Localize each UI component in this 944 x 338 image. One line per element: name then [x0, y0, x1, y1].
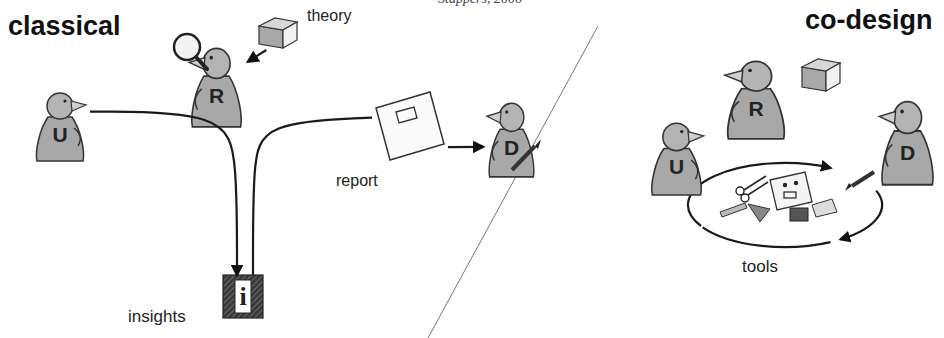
figure-arm — [74, 128, 80, 146]
divider-line — [428, 26, 598, 338]
figure-beak — [71, 101, 86, 111]
figure-arm — [492, 141, 498, 161]
figure-eye — [748, 69, 752, 73]
user-figure: U — [30, 90, 90, 162]
figure-arm — [195, 89, 202, 110]
magnifying-glass — [174, 34, 200, 60]
figure-body — [36, 117, 83, 161]
theory-label: theory — [307, 7, 351, 25]
design-materials — [720, 172, 837, 222]
pencil — [720, 203, 747, 217]
figure-body — [882, 131, 933, 185]
figure-body — [652, 149, 701, 195]
figure-head — [47, 93, 73, 119]
role-letter: U — [52, 123, 67, 146]
scissors-blade — [748, 182, 768, 195]
book-icon — [802, 59, 840, 91]
scissors-handle — [736, 187, 744, 195]
role-letter: R — [748, 97, 763, 120]
info-letter: i — [239, 282, 246, 311]
figure-head — [663, 123, 690, 150]
node-outline — [255, 14, 300, 50]
pencil — [852, 172, 874, 186]
figure-head — [499, 103, 524, 131]
cycle-arc — [688, 163, 831, 226]
figure-art — [652, 123, 704, 195]
cycle-arc — [841, 191, 882, 240]
figure-beak — [725, 71, 743, 82]
role-letter: D — [504, 137, 519, 160]
node-outline — [372, 88, 448, 162]
figure-eye — [680, 130, 683, 133]
flow-arrow — [90, 112, 237, 275]
report-document: report — [372, 88, 448, 162]
figure-arm — [691, 160, 698, 179]
pencil-tip — [535, 139, 541, 149]
figure-eye — [505, 110, 508, 113]
figure-head — [203, 48, 230, 78]
section-heading: co-design — [805, 6, 933, 36]
report-label: report — [336, 172, 378, 190]
source-credit: Stappers, 2006 — [438, 0, 522, 6]
role-letter: U — [669, 156, 684, 179]
insights-box — [223, 275, 263, 318]
insights-icon: iinsights — [223, 275, 263, 318]
scissors-blade — [744, 176, 766, 190]
paper-scrap — [812, 199, 837, 217]
figure-art — [189, 48, 241, 126]
prototype-card — [770, 172, 812, 210]
designer-figure: D — [483, 100, 540, 178]
figure-art — [36, 93, 86, 161]
figure-arm — [886, 144, 893, 166]
figure-head — [740, 61, 771, 91]
cycle-arc — [703, 227, 831, 247]
figure-head — [893, 102, 921, 134]
book-pages — [826, 63, 840, 91]
insights-label: insights — [128, 308, 186, 327]
report-page — [376, 92, 444, 160]
figure-eye — [900, 109, 903, 113]
scissors-handle — [741, 194, 749, 202]
paper-scrap — [748, 204, 770, 222]
figure-art — [487, 103, 534, 177]
book-pages — [283, 22, 297, 48]
pencil — [512, 146, 535, 170]
figure-art — [879, 102, 933, 185]
magnifier-handle — [196, 57, 207, 69]
card-eye — [794, 181, 798, 185]
figure-body — [728, 89, 784, 139]
role-letter: D — [900, 141, 915, 164]
designer-figure: D — [875, 98, 940, 186]
figure-eye — [63, 99, 66, 102]
flow-arrow — [253, 118, 372, 275]
figure-art — [725, 61, 784, 138]
role-letter: R — [209, 85, 224, 108]
researcher-figure: R — [720, 58, 792, 140]
section-heading: classical — [8, 12, 121, 42]
figure-body — [192, 76, 241, 127]
card-eye — [783, 183, 787, 187]
report-figure — [396, 107, 417, 123]
cycle-label: tools — [742, 258, 778, 277]
figure-beak — [879, 111, 895, 123]
paper-scrap — [790, 208, 808, 221]
user-figure: U — [645, 120, 708, 196]
figure-arm — [732, 101, 740, 122]
flow-arrow — [248, 50, 266, 62]
flow-arrow — [448, 146, 483, 149]
pencil-tip — [845, 183, 852, 191]
theory-book: theory — [255, 14, 300, 50]
figure-eye — [210, 56, 213, 60]
info-panel — [235, 280, 251, 313]
card-mouth — [784, 192, 796, 198]
figure-beak — [688, 132, 704, 143]
figure-beak — [487, 112, 501, 123]
